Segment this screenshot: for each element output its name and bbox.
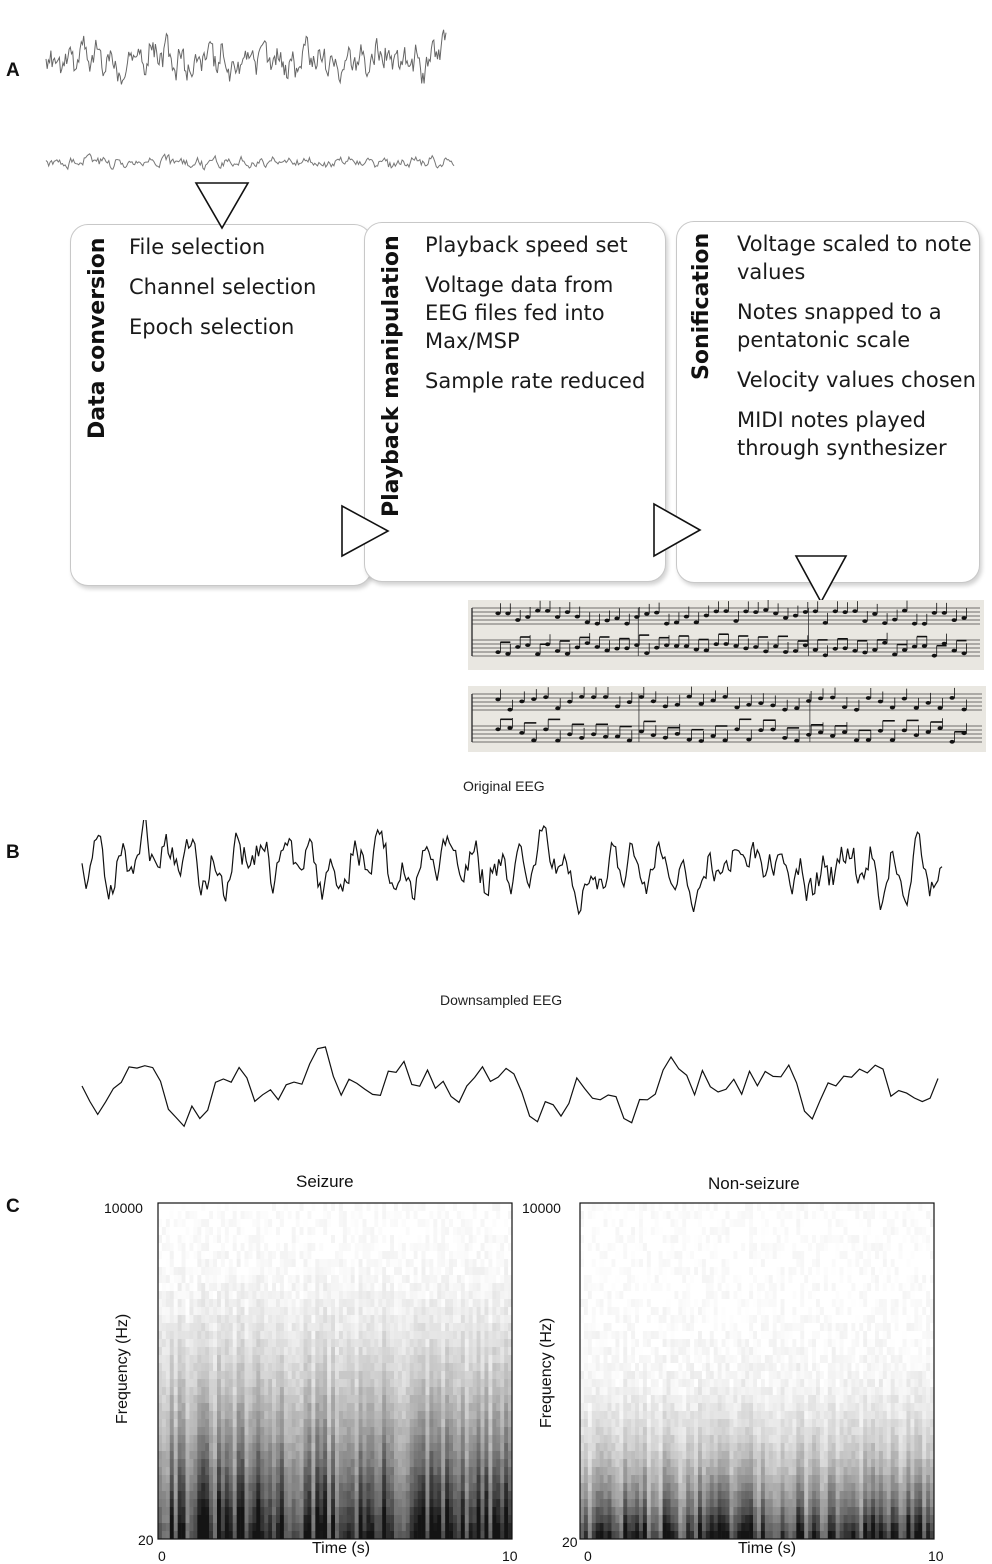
- xlabel-seizure: Time (s): [312, 1540, 370, 1558]
- music-score-bottom-graphic: [468, 686, 986, 752]
- arrow-down-icon: [196, 183, 248, 228]
- ylabel-seizure: Frequency (Hz): [114, 1314, 132, 1424]
- caption-original-eeg: Original EEG: [463, 778, 545, 794]
- xtick-left-seizure: 0: [158, 1548, 166, 1564]
- ytick-bottom-seizure: 20: [138, 1532, 154, 1548]
- arrow-down-icon: [796, 556, 846, 602]
- ytick-bottom-non-seizure: 20: [562, 1534, 578, 1550]
- music-score-bottom: [468, 686, 986, 752]
- music-score-top: [468, 600, 984, 670]
- original-eeg-plot: [78, 820, 948, 940]
- xtick-right-non-seizure: 10: [928, 1548, 944, 1564]
- chart-title-non-seizure: Non-seizure: [708, 1174, 800, 1194]
- arrow-right-icon: [654, 504, 700, 556]
- xlabel-non-seizure: Time (s): [738, 1540, 796, 1558]
- chart-title-seizure: Seizure: [296, 1172, 354, 1192]
- xtick-left-non-seizure: 0: [584, 1548, 592, 1564]
- spectrogram-non-seizure: [576, 1200, 938, 1545]
- flow-arrows: [0, 0, 992, 640]
- original-eeg-line: [82, 820, 942, 914]
- ytick-top-non-seizure: 10000: [522, 1200, 561, 1216]
- panel-label-b: B: [6, 842, 20, 864]
- ylabel-non-seizure: Frequency (Hz): [538, 1318, 556, 1428]
- downsampled-eeg-plot: [78, 1036, 948, 1148]
- spectrogram-non-seizure-cells: [580, 1203, 934, 1539]
- downsampled-eeg-line: [82, 1047, 938, 1126]
- spectrogram-seizure: [150, 1200, 516, 1545]
- arrow-right-icon: [342, 506, 388, 556]
- xtick-right-seizure: 10: [502, 1548, 518, 1564]
- panel-label-c: C: [6, 1196, 20, 1218]
- caption-downsampled-eeg: Downsampled EEG: [440, 992, 562, 1008]
- music-score-top-graphic: [468, 600, 984, 670]
- spectrogram-seizure-cells: [158, 1203, 512, 1539]
- ytick-top-seizure: 10000: [104, 1200, 143, 1216]
